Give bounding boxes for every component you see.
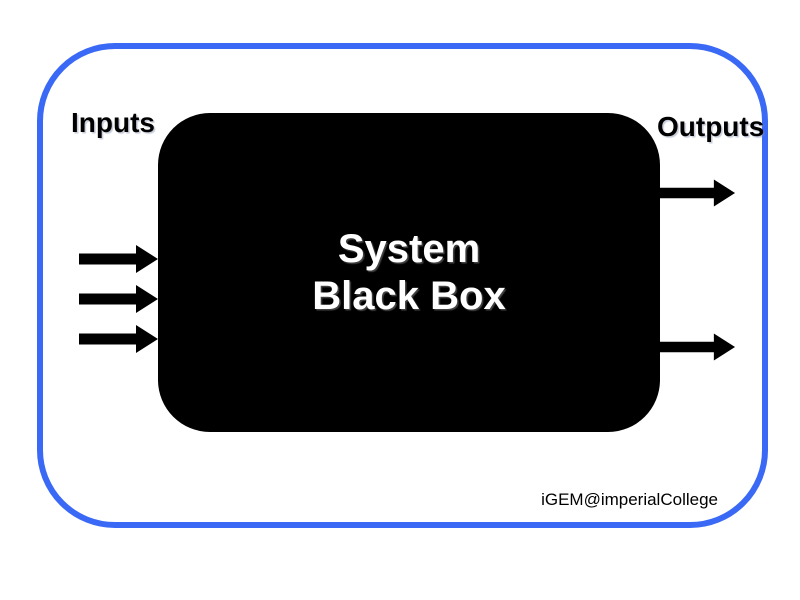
credit-text: iGEM@imperialCollege: [541, 490, 718, 509]
input-arrows: [79, 244, 159, 354]
input-arrow: [79, 325, 158, 353]
box-title-line2: Black Box: [312, 273, 506, 318]
output-arrows: [659, 178, 736, 362]
inputs-label: Inputs: [71, 107, 155, 138]
system-black-box: System Black Box: [158, 113, 660, 432]
output-arrow: [659, 333, 736, 361]
input-arrow: [79, 285, 158, 313]
input-arrow: [79, 245, 158, 273]
box-title: System Black Box: [312, 226, 505, 320]
outputs-label: Outputs: [657, 111, 765, 142]
box-title-line1: System: [337, 226, 481, 271]
output-arrow: [659, 179, 736, 207]
